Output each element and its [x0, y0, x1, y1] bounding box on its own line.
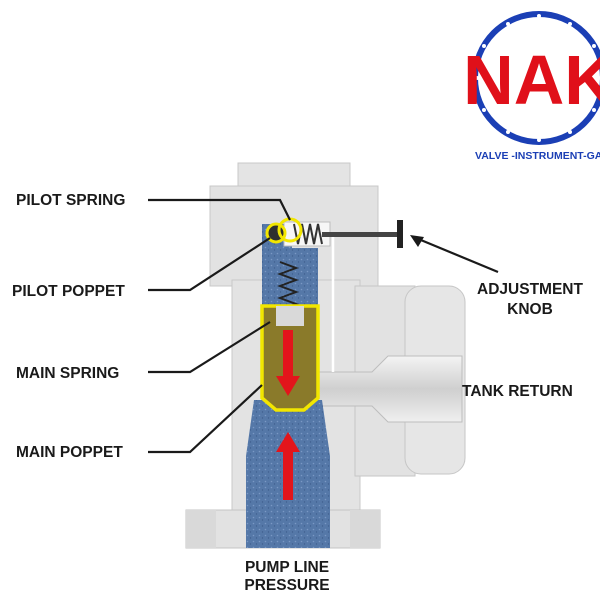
valve-bottom-flange-right: [350, 510, 380, 548]
flow-arrow-down: [276, 330, 300, 396]
main-spring: [277, 261, 299, 311]
logo-name: NAK: [463, 41, 600, 119]
main-poppet-pocket: [276, 306, 304, 326]
pilot-assembly: [265, 217, 403, 248]
leader-main-spring: [148, 321, 271, 374]
valve-bottom-flange-left: [186, 510, 216, 548]
label-pilot-poppet: PILOT POPPET: [12, 283, 125, 300]
label-adjustment-knob-line2: KNOB: [507, 301, 553, 318]
label-pilot-spring: PILOT SPRING: [16, 192, 125, 209]
label-main-poppet: MAIN POPPET: [16, 444, 123, 461]
label-pump-line-line1: PUMP LINE: [245, 559, 329, 576]
logo-ring-bolts: [475, 14, 600, 142]
adjustment-knob-arrowhead: [410, 235, 424, 247]
label-tank-return: TANK RETURN: [462, 383, 573, 400]
valve-top-cap: [237, 162, 351, 190]
leader-pilot-spring: [148, 198, 291, 221]
adjustment-stem: [322, 232, 398, 237]
logo-tagline: VALVE -INSTRUMENT-GASKI: [475, 150, 600, 162]
leader-pilot-poppet: [148, 237, 271, 292]
pilot-spring: [293, 223, 323, 245]
main-assembly: [260, 261, 320, 500]
label-pump-line-line2: PRESSURE: [244, 577, 329, 594]
nak-logo: NAK VALVE -INSTRUMENT-GASKI: [463, 11, 600, 162]
leader-main-poppet: [148, 384, 263, 454]
label-adjustment-knob-line1: ADJUSTMENT: [477, 281, 583, 298]
label-main-spring: MAIN SPRING: [16, 365, 119, 382]
leader-adjustment-knob: [415, 236, 499, 274]
tank-return-port: [317, 355, 463, 423]
leader-lines: [148, 198, 499, 454]
flow-arrow-up: [276, 432, 300, 500]
adjustment-knob: [397, 220, 403, 248]
